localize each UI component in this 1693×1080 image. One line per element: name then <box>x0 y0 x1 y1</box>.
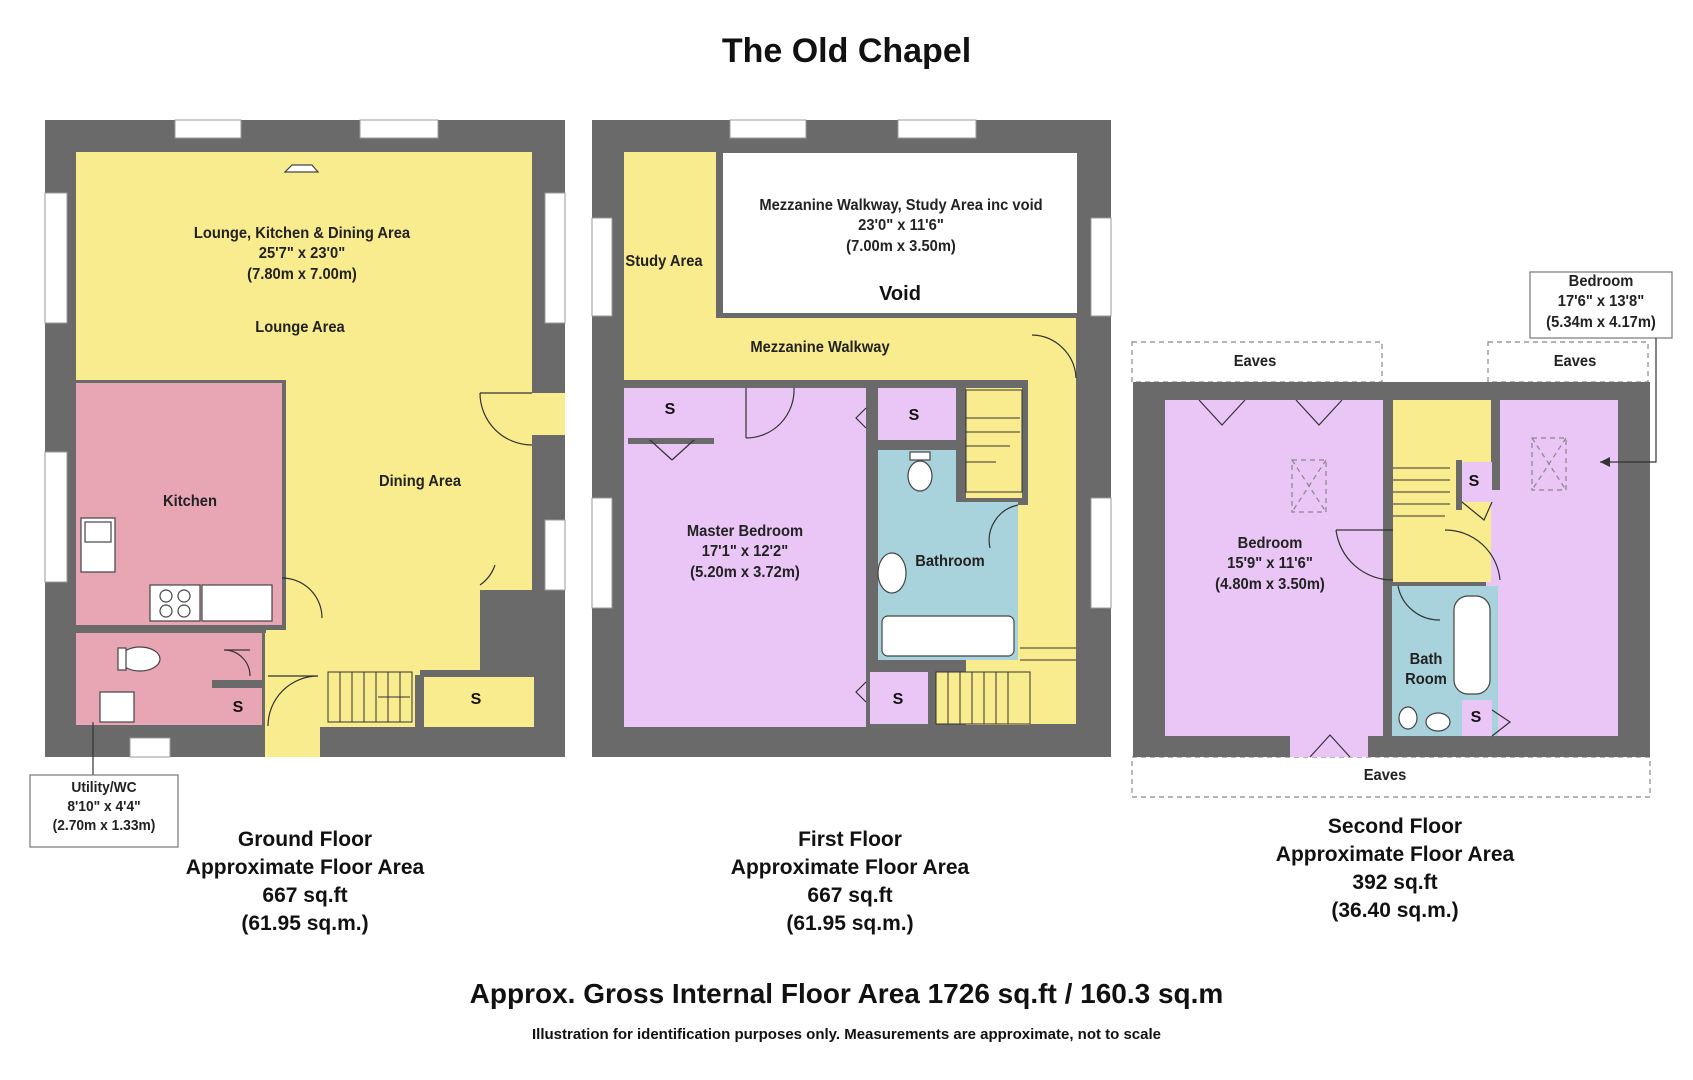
bath-room-label: Bath Room <box>1398 650 1453 691</box>
floor-area-caption: Approximate Floor Area <box>185 856 425 880</box>
lounge-area-label: Lounge Area <box>255 319 345 336</box>
kitchen-area <box>76 383 282 625</box>
lounge-kitchen-dining-label: Lounge, Kitchen & Dining Area 25'7" x 23… <box>181 224 424 285</box>
storage-label: S <box>892 691 904 708</box>
dining-area-label: Dining Area <box>378 473 462 490</box>
skylight <box>1531 437 1567 491</box>
floor-area-sqm: (61.95 sq.m.) <box>786 912 914 936</box>
second-floor-area-label: Second Floor Approximate Floor Area 392 … <box>1245 813 1545 926</box>
floor-area-sqft: 667 sq.ft <box>262 884 348 908</box>
window <box>897 119 977 139</box>
room-name: Utility/WC <box>71 779 137 796</box>
window <box>544 192 566 324</box>
window <box>174 119 242 139</box>
window <box>591 497 613 609</box>
first-floor-stairs <box>935 389 1076 725</box>
kitchen-label: Kitchen <box>163 493 217 510</box>
floor-area-sqft: 392 sq.ft <box>1352 871 1438 895</box>
room-dimensions-imperial: 17'6" x 13'8" <box>1557 293 1645 311</box>
floor-name: Second Floor <box>1327 815 1463 838</box>
floor-name: First Floor <box>798 828 902 851</box>
window <box>1090 497 1112 609</box>
fireplace <box>283 164 320 173</box>
room-dimensions-imperial: 17'1" x 12'2" <box>701 543 789 561</box>
window <box>591 217 613 317</box>
room-name: Mezzanine Walkway, Study Area inc void <box>759 197 1043 214</box>
bedroom-right-label: Bedroom 17'6" x 13'8" (5.34m x 4.17m) <box>1536 272 1667 333</box>
mezzanine-walkway-label: Mezzanine Walkway <box>750 339 890 356</box>
void-label: Void <box>879 283 921 305</box>
room-dimensions-metric: (5.20m x 3.72m) <box>690 563 800 581</box>
ground-stairs <box>327 671 413 723</box>
floor-area-sqm: (61.95 sq.m.) <box>241 912 369 936</box>
master-bedroom-area <box>624 388 866 727</box>
room-dimensions-imperial: 23'0" x 11'6" <box>858 217 944 235</box>
floor-area-caption: Approximate Floor Area <box>730 856 970 880</box>
room-dimensions-imperial: 25'7" x 23'0" <box>258 245 346 263</box>
ground-floor-plan <box>29 119 566 848</box>
study-area-label: Study Area <box>625 253 703 270</box>
room-dimensions-imperial: 8'10" x 4'4" <box>67 798 141 816</box>
room-dimensions-metric: (5.34m x 4.17m) <box>1546 313 1656 331</box>
disclaimer: Illustration for identification purposes… <box>531 1026 1162 1043</box>
window <box>44 192 68 324</box>
room-name: Bedroom <box>1568 273 1634 290</box>
storage-label: S <box>470 691 482 708</box>
window <box>544 519 566 591</box>
ground-floor-area-label: Ground Floor Approximate Floor Area 667 … <box>150 826 460 939</box>
storage-label: S <box>908 407 920 424</box>
eaves-label: Eaves <box>1553 353 1597 370</box>
room-dimensions-metric: (4.80m x 3.50m) <box>1215 575 1325 593</box>
storage-label: S <box>1470 709 1482 726</box>
bathroom-label: Bathroom <box>915 553 985 570</box>
bedroom-left-label: Bedroom 15'9" x 11'6" (4.80m x 3.50m) <box>1201 534 1339 595</box>
storage-label: S <box>664 401 676 418</box>
second-floor-stairs <box>1393 467 1450 517</box>
room-dimensions-metric: (7.80m x 7.00m) <box>247 265 357 283</box>
room-dimensions-imperial: 15'9" x 11'6" <box>1227 555 1313 573</box>
room-name: Bedroom <box>1237 535 1303 552</box>
window <box>729 119 807 139</box>
floor-area-sqm: (36.40 sq.m.) <box>1331 899 1459 923</box>
storage-label: S <box>232 699 244 716</box>
floor-area-sqft: 667 sq.ft <box>807 884 893 908</box>
window <box>1090 217 1112 317</box>
room-name-line1: Bath <box>1409 651 1443 668</box>
skylight <box>1291 459 1327 513</box>
room-name-line2: Room <box>1405 671 1447 689</box>
storage-label: S <box>1468 473 1480 490</box>
plan-title: The Old Chapel <box>721 32 972 70</box>
eaves-label: Eaves <box>1363 767 1407 784</box>
first-floor-area-label: First Floor Approximate Floor Area 667 s… <box>700 826 1000 939</box>
window <box>129 737 171 758</box>
void-area <box>721 151 1079 315</box>
utility-wc-label: Utility/WC 8'10" x 4'4" (2.70m x 1.33m) <box>36 778 172 836</box>
room-dimensions-metric: (2.70m x 1.33m) <box>52 817 156 835</box>
room-dimensions-metric: (7.00m x 3.50m) <box>846 237 956 255</box>
bedroom-left-area <box>1165 400 1383 736</box>
window <box>44 451 68 583</box>
master-bedroom-label: Master Bedroom 17'1" x 12'2" (5.20m x 3.… <box>667 522 823 583</box>
bathroom-area <box>878 450 1018 660</box>
floor-name: Ground Floor <box>237 828 373 851</box>
gross-internal-area: Approx. Gross Internal Floor Area 1726 s… <box>469 978 1224 1009</box>
mezzanine-study-void-label: Mezzanine Walkway, Study Area inc void 2… <box>740 196 1062 257</box>
floor-area-caption: Approximate Floor Area <box>1275 843 1515 867</box>
window <box>359 119 439 139</box>
room-name: Lounge, Kitchen & Dining Area <box>193 225 411 242</box>
first-floor-plan <box>591 119 1112 757</box>
eaves-label: Eaves <box>1233 353 1277 370</box>
second-floor-plan <box>1131 271 1673 798</box>
room-name: Master Bedroom <box>686 523 804 540</box>
